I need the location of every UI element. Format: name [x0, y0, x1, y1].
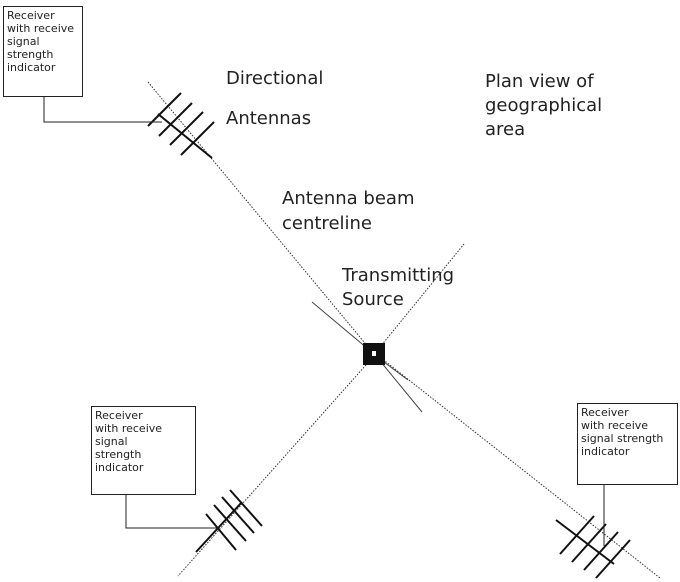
beam-centreline-bottom-left [177, 355, 375, 577]
receiver-box-bottom-left: Receiver with receive signal strength in… [91, 406, 196, 495]
source-center-mark [372, 351, 376, 356]
directional-antenna-bottom-right-icon [555, 515, 631, 579]
cable-top-left [43, 96, 162, 123]
receiver-text-line: Receiver [581, 406, 629, 419]
beam-centreline-line: centreline [282, 213, 372, 234]
receiver-box-top-left: Receiver with receive signal strength in… [3, 6, 83, 97]
beam-centreline-top-left [147, 81, 375, 355]
label-plan-view: Plan view of geographical area [485, 70, 602, 142]
label-antennas: Antennas [226, 108, 311, 130]
label-antennas-text: Antennas [226, 108, 312, 129]
plan-view-line: geographical [485, 95, 603, 116]
receiver-text-line: strength [7, 48, 54, 61]
receiver-text-line: indicator [95, 461, 144, 474]
beam-centreline-line: Antenna beam [282, 188, 415, 209]
directional-antenna-top-left-icon [147, 92, 215, 159]
receiver-box-bottom-right: Receiver with receive signal strength in… [577, 403, 678, 485]
receiver-text-line: Receiver [95, 409, 143, 422]
receiver-text-line: with receive [581, 419, 649, 432]
receiver-text-line: Receiver [7, 9, 55, 22]
receiver-text-line: with receive [7, 22, 75, 35]
receiver-text-line: indicator [581, 445, 630, 458]
receiver-text-line: signal strength [581, 432, 664, 445]
plan-view-line: Plan view of [485, 71, 594, 92]
receiver-text-line: indicator [7, 61, 56, 74]
plan-view-line: area [485, 119, 526, 140]
receiver-text-line: with receive [95, 422, 163, 435]
receiver-text-line: signal [7, 35, 40, 48]
label-directional: Directional [226, 68, 323, 90]
beam-centreline-bottom-right [375, 353, 661, 579]
transmitting-source-line: Transmitting [342, 265, 455, 286]
receiver-text-line: signal [95, 435, 128, 448]
receiver-text-line: strength [95, 448, 142, 461]
beam-centreline-up-right [375, 243, 465, 353]
label-directional-text: Directional [226, 68, 324, 89]
directional-antenna-bottom-left-icon [195, 489, 263, 553]
label-beam-centreline: Antenna beam centreline [282, 186, 415, 236]
transmitting-source-line: Source [342, 289, 404, 310]
label-transmitting-source: Transmitting Source [342, 264, 454, 312]
source-line-b [375, 355, 423, 413]
cable-bottom-left [125, 494, 218, 529]
